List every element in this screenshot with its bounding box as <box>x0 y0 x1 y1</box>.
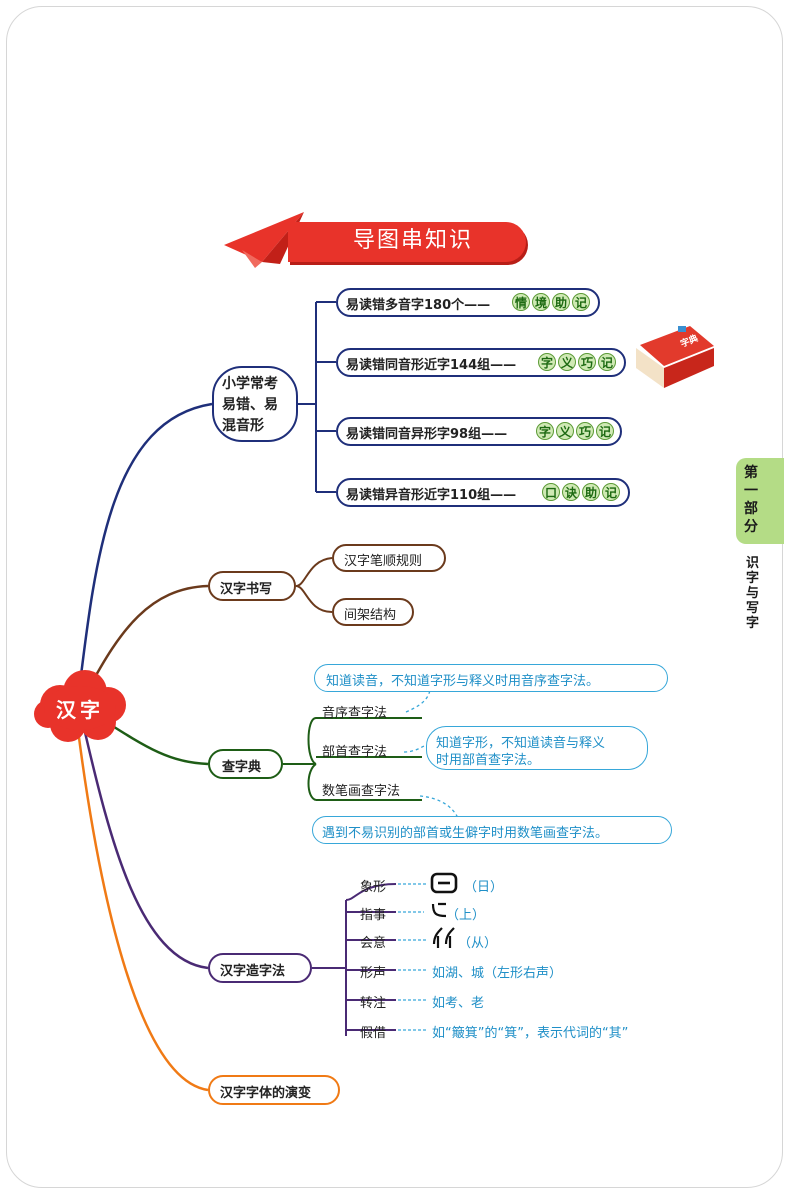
misread-item-2 <box>336 348 626 377</box>
branch-node-misread-line2: 易错、易 <box>222 397 278 413</box>
dict-note-radical-line2: 时用部首查字法。 <box>436 753 541 768</box>
dict-method-pinyin: 音序查字法 <box>322 706 388 721</box>
branch-node-misread-line3: 混音形 <box>222 418 264 434</box>
misread-item-4 <box>336 478 630 507</box>
title-banner <box>288 222 526 262</box>
item-4-badge-1: 口 <box>542 483 560 501</box>
dict-note-pinyin-text: 知道读音，不知道字形与释义时用音序查字法。 <box>326 674 600 689</box>
item-4-badge-3: 助 <box>582 483 600 501</box>
branch-node-writing <box>208 571 296 601</box>
branch-node-formation-label: 汉字造字法 <box>220 964 286 979</box>
item-2-badge-2: 义 <box>558 353 576 371</box>
item-3-badge-2: 义 <box>556 422 574 440</box>
pictograph-follow-icon <box>432 927 455 948</box>
writing-item-structure <box>332 598 414 626</box>
section-tab-part: 第一部分 <box>744 465 758 535</box>
branch-line-3 <box>99 716 209 766</box>
dict-method-strokes: 数笔画查字法 <box>322 784 401 799</box>
item-4-badge-2: 诀 <box>562 483 580 501</box>
formation-example-ideogram: （从） <box>458 936 498 951</box>
section-tab <box>736 458 784 544</box>
misread-item-1-text: 易读错多音字180个—— <box>346 298 491 313</box>
branch-line-4 <box>82 727 209 970</box>
item-3-badge-3: 巧 <box>576 422 594 440</box>
pictograph-up-icon <box>431 902 447 918</box>
branch-node-formation <box>208 953 312 983</box>
center-node: 汉字 <box>56 698 104 722</box>
formation-method-transfer: 转注 <box>360 996 387 1011</box>
formation-example-indicative: （上） <box>446 908 486 923</box>
branch-line-1 <box>76 402 213 701</box>
formation-method-phonetic: 形声 <box>360 966 387 981</box>
b3-dash-2 <box>403 744 427 753</box>
formation-example-transfer: 如考、老 <box>432 996 485 1011</box>
item-3-badge-4: 记 <box>596 422 614 440</box>
branch-node-evolution-label: 汉字字体的演变 <box>220 1086 312 1101</box>
b3-dash-3 <box>419 795 459 819</box>
dict-note-pinyin <box>314 664 668 692</box>
branch-line-5 <box>76 729 209 1092</box>
page-frame <box>6 6 783 1188</box>
branch-node-dictionary <box>208 749 283 779</box>
item-4-badge-4: 记 <box>602 483 620 501</box>
page-title: 导图串知识 <box>352 228 473 253</box>
writing-item-stroke-order-text: 汉字笔顺规则 <box>344 554 423 569</box>
misread-item-3-text: 易读错同音异形字98组—— <box>346 427 508 442</box>
b4-bracket <box>312 883 397 1036</box>
dict-method-radical: 部首查字法 <box>322 745 388 760</box>
b1-bracket <box>298 301 336 493</box>
formation-method-pictograph: 象形 <box>360 880 387 895</box>
formation-method-indicative: 指事 <box>360 908 387 923</box>
branch-node-evolution <box>208 1075 340 1105</box>
branch-node-dictionary-label: 查字典 <box>222 760 262 775</box>
branch-node-writing-label: 汉字书写 <box>220 582 273 597</box>
branch-node-misread <box>212 366 298 442</box>
misread-item-2-text: 易读错同音形近字144组—— <box>346 358 517 373</box>
b3-dash-1 <box>405 689 431 713</box>
item-1-badge-2: 境 <box>532 293 550 311</box>
item-3-badge-1: 字 <box>536 422 554 440</box>
pictograph-sun-icon <box>430 872 458 894</box>
b3-bracket <box>283 717 422 801</box>
section-tab-topic: 识字与写字 <box>746 556 760 631</box>
dictionary-book-icon <box>636 326 714 388</box>
branch-node-misread-line1: 小学常考 <box>222 376 278 392</box>
formation-example-pictograph: （日） <box>464 880 504 895</box>
formation-example-phonetic: 如湖、城（左形右声） <box>432 966 563 981</box>
dict-note-radical <box>426 726 648 770</box>
item-1-badge-3: 助 <box>552 293 570 311</box>
formation-example-loan: 如“簸箕”的“箕”，表示代词的“其” <box>432 1026 629 1041</box>
item-2-badge-1: 字 <box>538 353 556 371</box>
item-2-badge-3: 巧 <box>578 353 596 371</box>
formation-method-ideogram: 会意 <box>360 936 387 951</box>
item-1-badge-1: 情 <box>512 293 530 311</box>
dict-note-strokes-text: 遇到不易识别的部首或生僻字时用数笔画查字法。 <box>322 826 609 841</box>
writing-item-stroke-order <box>332 544 446 572</box>
b2-bracket <box>295 557 333 613</box>
formation-method-loan: 假借 <box>360 1026 387 1041</box>
misread-item-4-text: 易读错异音形近字110组—— <box>346 488 517 503</box>
center-cloud <box>34 670 126 742</box>
misread-item-3 <box>336 417 622 446</box>
dict-note-radical-line1: 知道字形，不知道读音与释义 <box>436 736 606 751</box>
dict-note-strokes <box>312 816 672 844</box>
writing-item-structure-text: 间架结构 <box>344 608 397 623</box>
item-2-badge-4: 记 <box>598 353 616 371</box>
item-1-badge-4: 记 <box>572 293 590 311</box>
branch-line-2 <box>86 584 209 691</box>
